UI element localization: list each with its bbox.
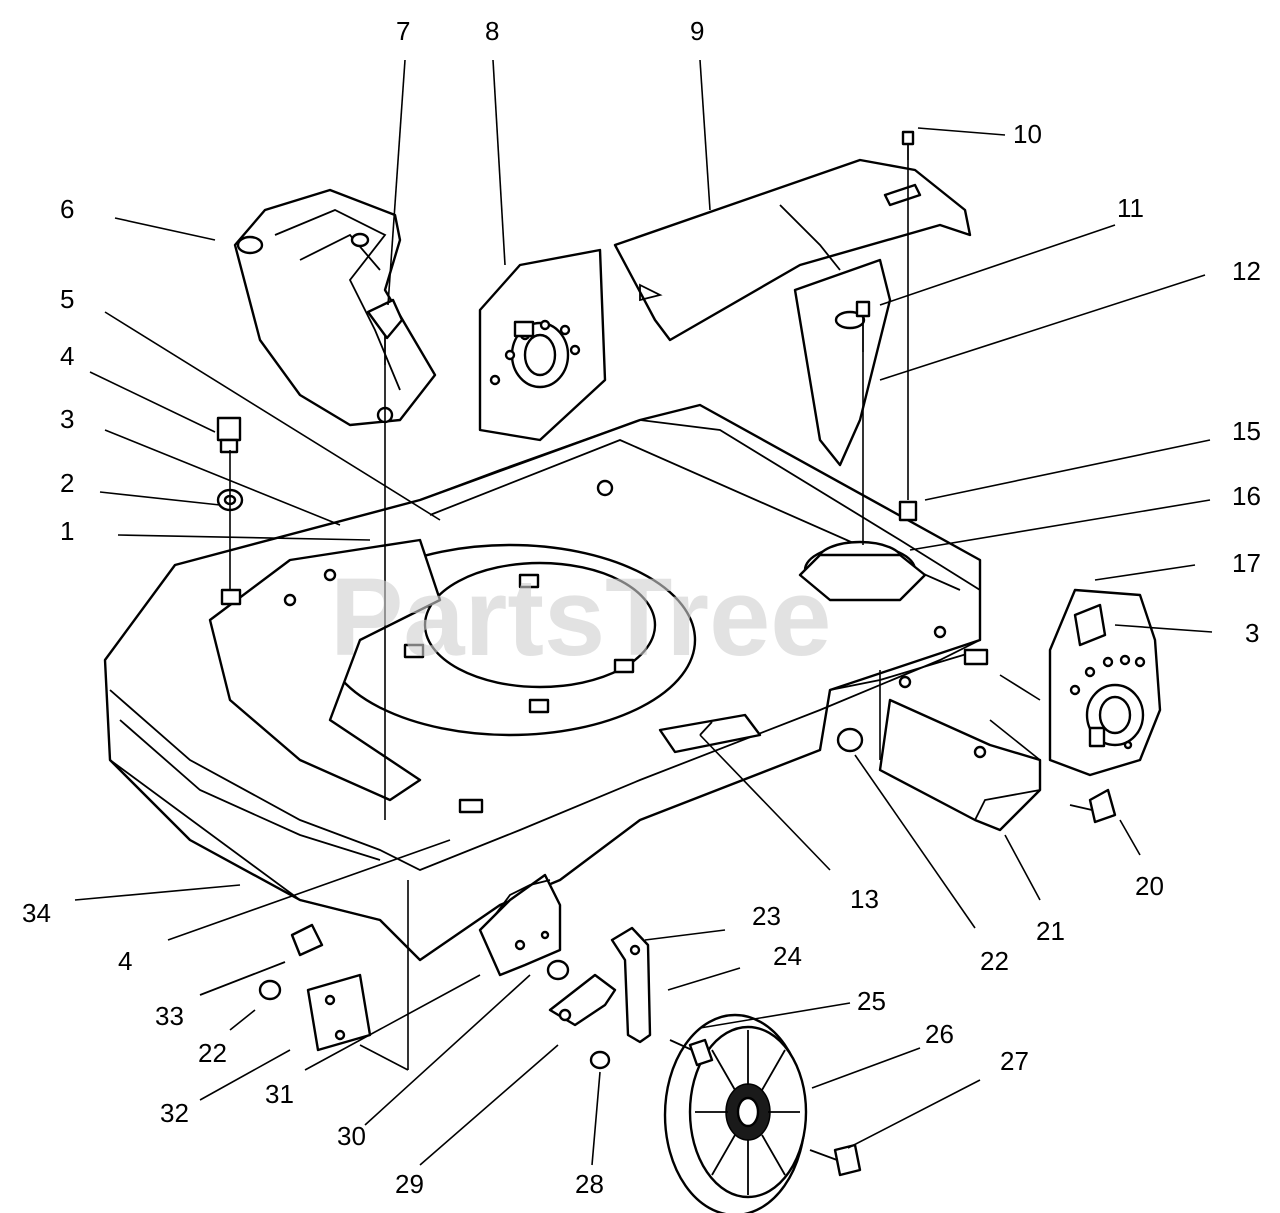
callout-26: 26: [925, 1019, 954, 1049]
callout-30: 30: [337, 1121, 366, 1151]
left-side-plate: [478, 248, 607, 442]
height-adjuster: [478, 873, 562, 977]
callout-29: 29: [395, 1169, 424, 1199]
right-side-plate: [1048, 588, 1162, 777]
motor-bracket: [793, 258, 892, 467]
rear-baffle: [878, 698, 1042, 832]
callout-32: 32: [160, 1098, 189, 1128]
callout-5: 5: [60, 284, 74, 314]
mounting-plate: [199, 923, 372, 1052]
spring-clip: [610, 926, 652, 1044]
callout-27: 27: [1000, 1046, 1029, 1076]
callout-4: 4: [60, 341, 74, 371]
motor-pulley: [798, 540, 927, 602]
adjuster-link: [546, 959, 617, 1070]
callout-20: 20: [1135, 871, 1164, 901]
callout-33: 33: [155, 1001, 184, 1031]
callout-6: 6: [60, 194, 74, 224]
callout-17: 17: [1232, 548, 1261, 578]
callout-3b: 3: [1245, 618, 1259, 648]
rear-cover: [613, 158, 972, 342]
hex-nut: [258, 727, 864, 1001]
watermark-text: PartsTree: [330, 556, 831, 679]
callout-labels: 1 2 3 4 5 6 7 8 9 10 11 12 13 15 16 17 3…: [22, 16, 1261, 1199]
callout-2: 2: [60, 468, 74, 498]
shoulder-bolt: [1069, 788, 1117, 824]
callout-1: 1: [60, 516, 74, 546]
callout-22b: 22: [198, 1038, 227, 1068]
bolt: [855, 300, 871, 352]
callout-25: 25: [857, 986, 886, 1016]
callout-31: 31: [265, 1079, 294, 1109]
callout-13: 13: [850, 884, 879, 914]
leader-lines: [74, 59, 1213, 1166]
callout-7: 7: [396, 16, 410, 46]
callout-24: 24: [773, 941, 802, 971]
callout-4b: 4: [118, 946, 132, 976]
callout-23: 23: [752, 901, 781, 931]
assembly-axes: [229, 160, 1041, 1071]
callout-11: 11: [1117, 193, 1144, 223]
screw-and-spacer: [898, 130, 918, 522]
callout-16: 16: [1232, 481, 1261, 511]
knob: [366, 298, 404, 365]
callout-9: 9: [690, 16, 704, 46]
callout-10: 10: [1013, 119, 1042, 149]
callout-28: 28: [575, 1169, 604, 1199]
discharge-chute: [233, 188, 437, 427]
callout-15: 15: [1232, 416, 1261, 446]
callout-21: 21: [1036, 916, 1065, 946]
callout-34: 34: [22, 898, 51, 928]
callout-3: 3: [60, 404, 74, 434]
callout-12: 12: [1232, 256, 1261, 286]
callout-8: 8: [485, 16, 499, 46]
wheel: [663, 1013, 808, 1213]
wheel-bolts: [669, 1038, 862, 1177]
callout-22: 22: [980, 946, 1009, 976]
